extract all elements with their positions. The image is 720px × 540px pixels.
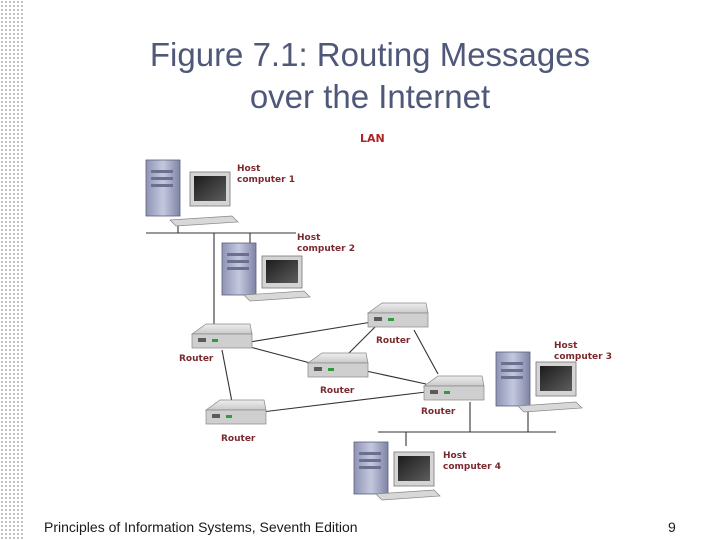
- host-computer-4: Host computer 4: [353, 441, 501, 501]
- host-computer-2: Host computer 2: [221, 233, 355, 302]
- router-4: Router: [204, 399, 267, 444]
- link-r3-r5: [365, 370, 427, 385]
- link-r1-r4: [221, 349, 233, 403]
- router-links: [221, 321, 439, 413]
- slide-title-line-2: over the Internet: [249, 78, 491, 115]
- keyboard-icon: [517, 401, 583, 413]
- router-icon: [191, 333, 253, 349]
- router-3-label: Router: [320, 386, 355, 396]
- keyboard-icon: [375, 489, 441, 501]
- router-2: Router: [366, 302, 429, 346]
- host-2-label-line-2: computer 2: [297, 244, 355, 254]
- router-4-label: Router: [221, 434, 256, 444]
- router-1: Router: [179, 323, 253, 364]
- router-1-label: Router: [179, 354, 214, 364]
- router-2-label: Router: [376, 336, 411, 346]
- slide-title-line-1: Figure 7.1: Routing Messages: [149, 36, 591, 73]
- host-4-label-line-1: Host: [443, 451, 467, 461]
- link-r1-r2: [249, 321, 373, 343]
- link-r2-r5: [413, 329, 439, 375]
- link-r1-r3: [249, 346, 315, 365]
- router-icon: [367, 312, 429, 328]
- host-computer-1: Host computer 1: [145, 159, 295, 227]
- router-icon: [307, 362, 369, 378]
- router-icon: [205, 409, 267, 425]
- router-3: Router: [306, 352, 369, 396]
- host-1-label-line-1: Host: [237, 164, 261, 174]
- host-3-label-line-2: computer 3: [554, 352, 612, 362]
- router-5: Router: [421, 375, 485, 417]
- lan-label: LAN: [360, 132, 385, 145]
- link-r2-r3: [345, 325, 377, 357]
- keyboard-icon: [243, 290, 311, 302]
- page-number: 9: [668, 519, 676, 535]
- footer-text: Principles of Information Systems, Seven…: [44, 519, 358, 535]
- link-r4-r5: [261, 391, 427, 413]
- router-icon: [423, 385, 485, 401]
- tower-icon: [145, 159, 181, 217]
- keyboard-icon: [169, 215, 239, 227]
- left-dotted-border: [0, 0, 24, 540]
- host-1-label-line-2: computer 1: [237, 175, 295, 185]
- host-4-label-line-2: computer 4: [443, 462, 501, 472]
- slide-title: Figure 7.1: Routing Messages over the In…: [90, 34, 650, 118]
- host-2-label-line-1: Host: [297, 233, 321, 243]
- host-computer-3: Host computer 3: [495, 341, 612, 413]
- host-3-label-line-1: Host: [554, 341, 578, 351]
- router-5-label: Router: [421, 407, 456, 417]
